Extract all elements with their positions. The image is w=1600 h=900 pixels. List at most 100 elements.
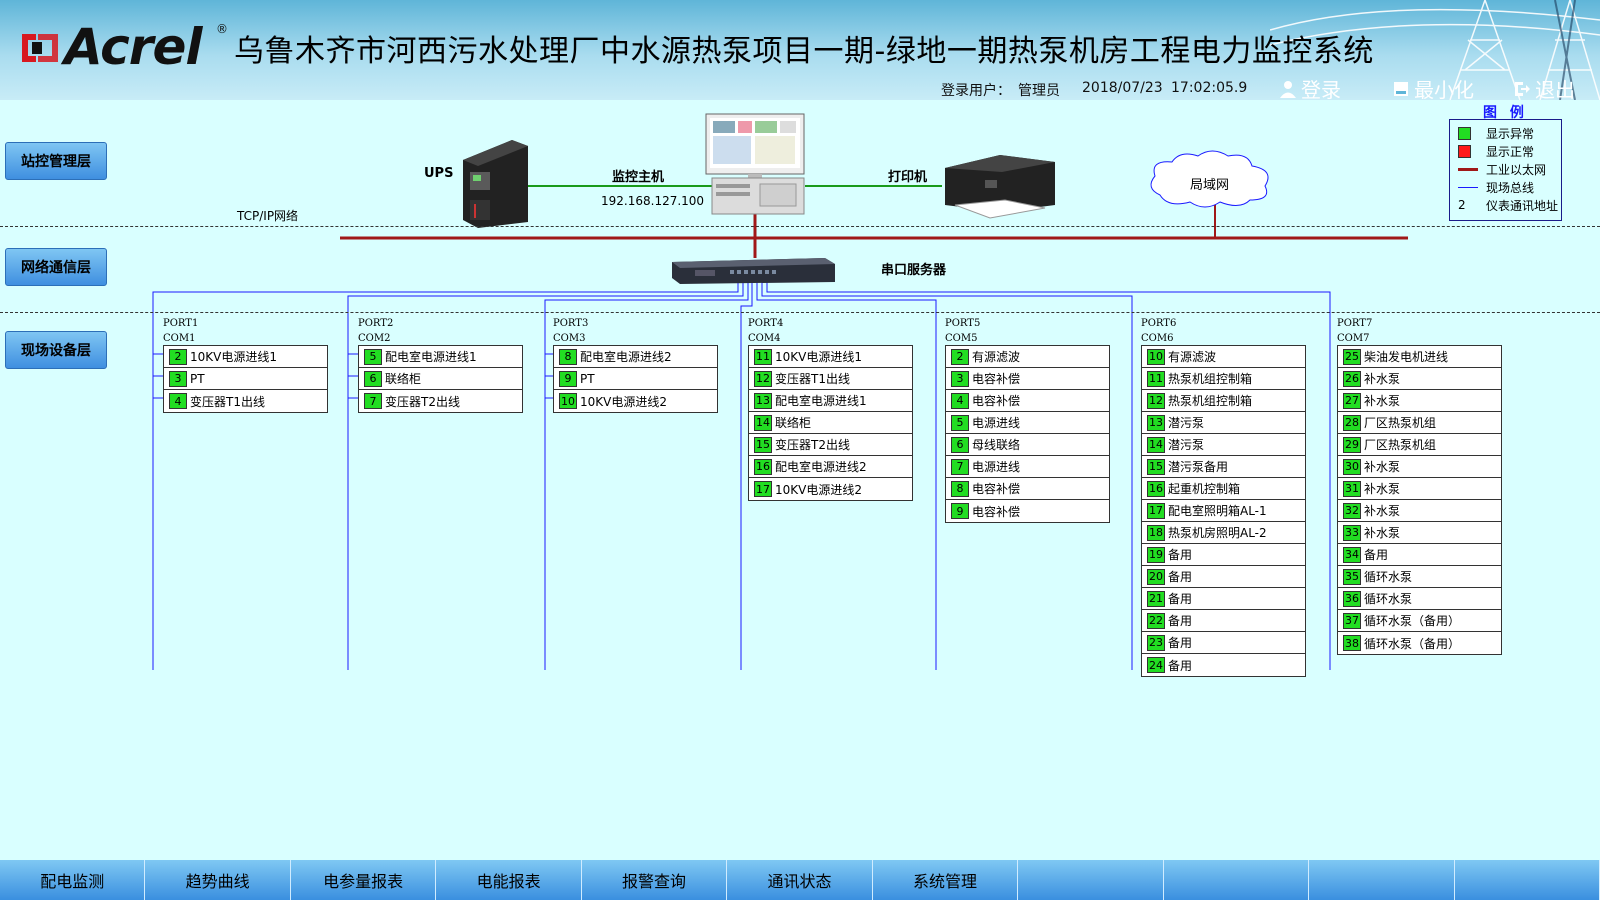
device-name: PT	[580, 371, 595, 386]
nav-button[interactable]: 趋势曲线	[145, 860, 291, 900]
nav-button[interactable]: 配电监测	[0, 860, 146, 900]
blue-line-icon	[1458, 186, 1478, 188]
monitoring-host[interactable]	[705, 113, 805, 215]
minimize-button[interactable]: 最小化	[1392, 74, 1474, 100]
minimize-icon	[1394, 81, 1408, 96]
device-address-status: 6	[364, 370, 382, 387]
device-name: 循环水泵	[1364, 570, 1413, 584]
nav-button[interactable]	[1455, 860, 1600, 900]
logout-button[interactable]: 退出	[1513, 74, 1575, 100]
legend-label: 显示异常	[1486, 126, 1535, 141]
nav-button[interactable]	[1164, 860, 1310, 900]
legend-item-fieldbus: 现场总线	[1458, 178, 1534, 196]
device-address-status: 6	[951, 436, 969, 453]
legend-item-address: 2 仪表通讯地址	[1458, 196, 1558, 214]
nav-button[interactable]: 电能报表	[436, 860, 582, 900]
device-address-status: 10	[1147, 348, 1165, 365]
nav-button[interactable]: 通讯状态	[727, 860, 873, 900]
nav-button[interactable]	[1018, 860, 1164, 900]
nav-button[interactable]	[1309, 860, 1455, 900]
device-name: 备用	[1168, 570, 1193, 584]
device-name: 配电室电源进线2	[775, 460, 867, 474]
com-label: COM5	[945, 333, 978, 344]
device-name: 电容补偿	[972, 482, 1021, 496]
serial-server-device[interactable]	[672, 258, 835, 284]
login-button[interactable]: 登录	[1279, 74, 1341, 100]
device-address-status: 7	[364, 393, 382, 409]
lan-cloud	[1150, 150, 1269, 208]
ups-device[interactable]	[463, 140, 528, 228]
device-name: 变压器T2出线	[385, 394, 460, 409]
layer-network-communication[interactable]: 网络通信层	[5, 248, 107, 286]
nav-button[interactable]: 电参量报表	[291, 860, 437, 900]
device-address-status: 31	[1343, 480, 1361, 497]
power-tower-illustration	[1270, 0, 1600, 100]
printer-device[interactable]	[945, 155, 1055, 219]
logo-registered-mark: ®	[216, 22, 228, 36]
device-address-status: 8	[559, 348, 577, 365]
bottom-navigation: 配电监测趋势曲线电参量报表电能报表报警查询通讯状态系统管理	[0, 860, 1600, 900]
nav-button[interactable]: 报警查询	[582, 860, 728, 900]
layer-station-control[interactable]: 站控管理层	[5, 142, 107, 180]
device-address-status: 15	[754, 436, 772, 453]
layer-field-device[interactable]: 现场设备层	[5, 331, 107, 369]
nav-button[interactable]: 系统管理	[873, 860, 1019, 900]
device-name: 10KV电源进线1	[775, 350, 862, 364]
